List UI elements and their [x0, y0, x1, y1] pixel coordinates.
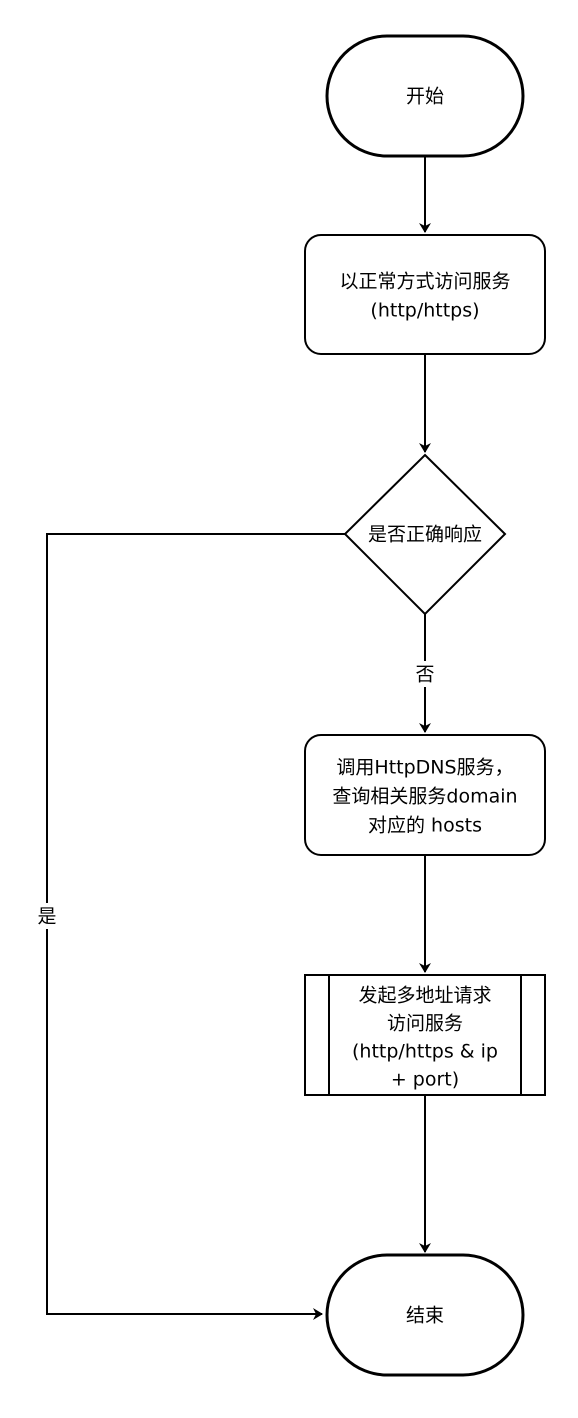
multi-access-node [304, 974, 546, 1096]
httpdns-line-2: 查询相关服务domain [332, 786, 517, 808]
multi-access-line-3: (http/https & ip [352, 1041, 498, 1063]
decision-node-label: 是否正确响应 [368, 524, 482, 546]
decision-node [343, 453, 507, 616]
start-node-label: 开始 [406, 86, 444, 108]
httpdns-line-3: 对应的 hosts [368, 815, 482, 837]
access-normal-node [304, 234, 546, 355]
multi-access-line-4: + port) [391, 1069, 459, 1091]
edge-decision-yes-to-end [46, 533, 345, 1320]
httpdns-line-1: 调用HttpDNS服务， [336, 757, 513, 779]
multi-access-line-1: 发起多地址请求 [358, 985, 491, 1007]
end-node-label: 结束 [406, 1305, 444, 1327]
access-normal-line-2: (http/https) [370, 300, 479, 322]
start-node [325, 34, 525, 158]
edge-label-yes: 是 [37, 906, 56, 928]
multi-access-line-2: 访问服务 [387, 1013, 463, 1035]
end-node [325, 1253, 525, 1377]
access-normal-line-1: 以正常方式访问服务 [339, 271, 510, 293]
edge-label-no: 否 [415, 664, 434, 686]
httpdns-node [304, 734, 546, 856]
